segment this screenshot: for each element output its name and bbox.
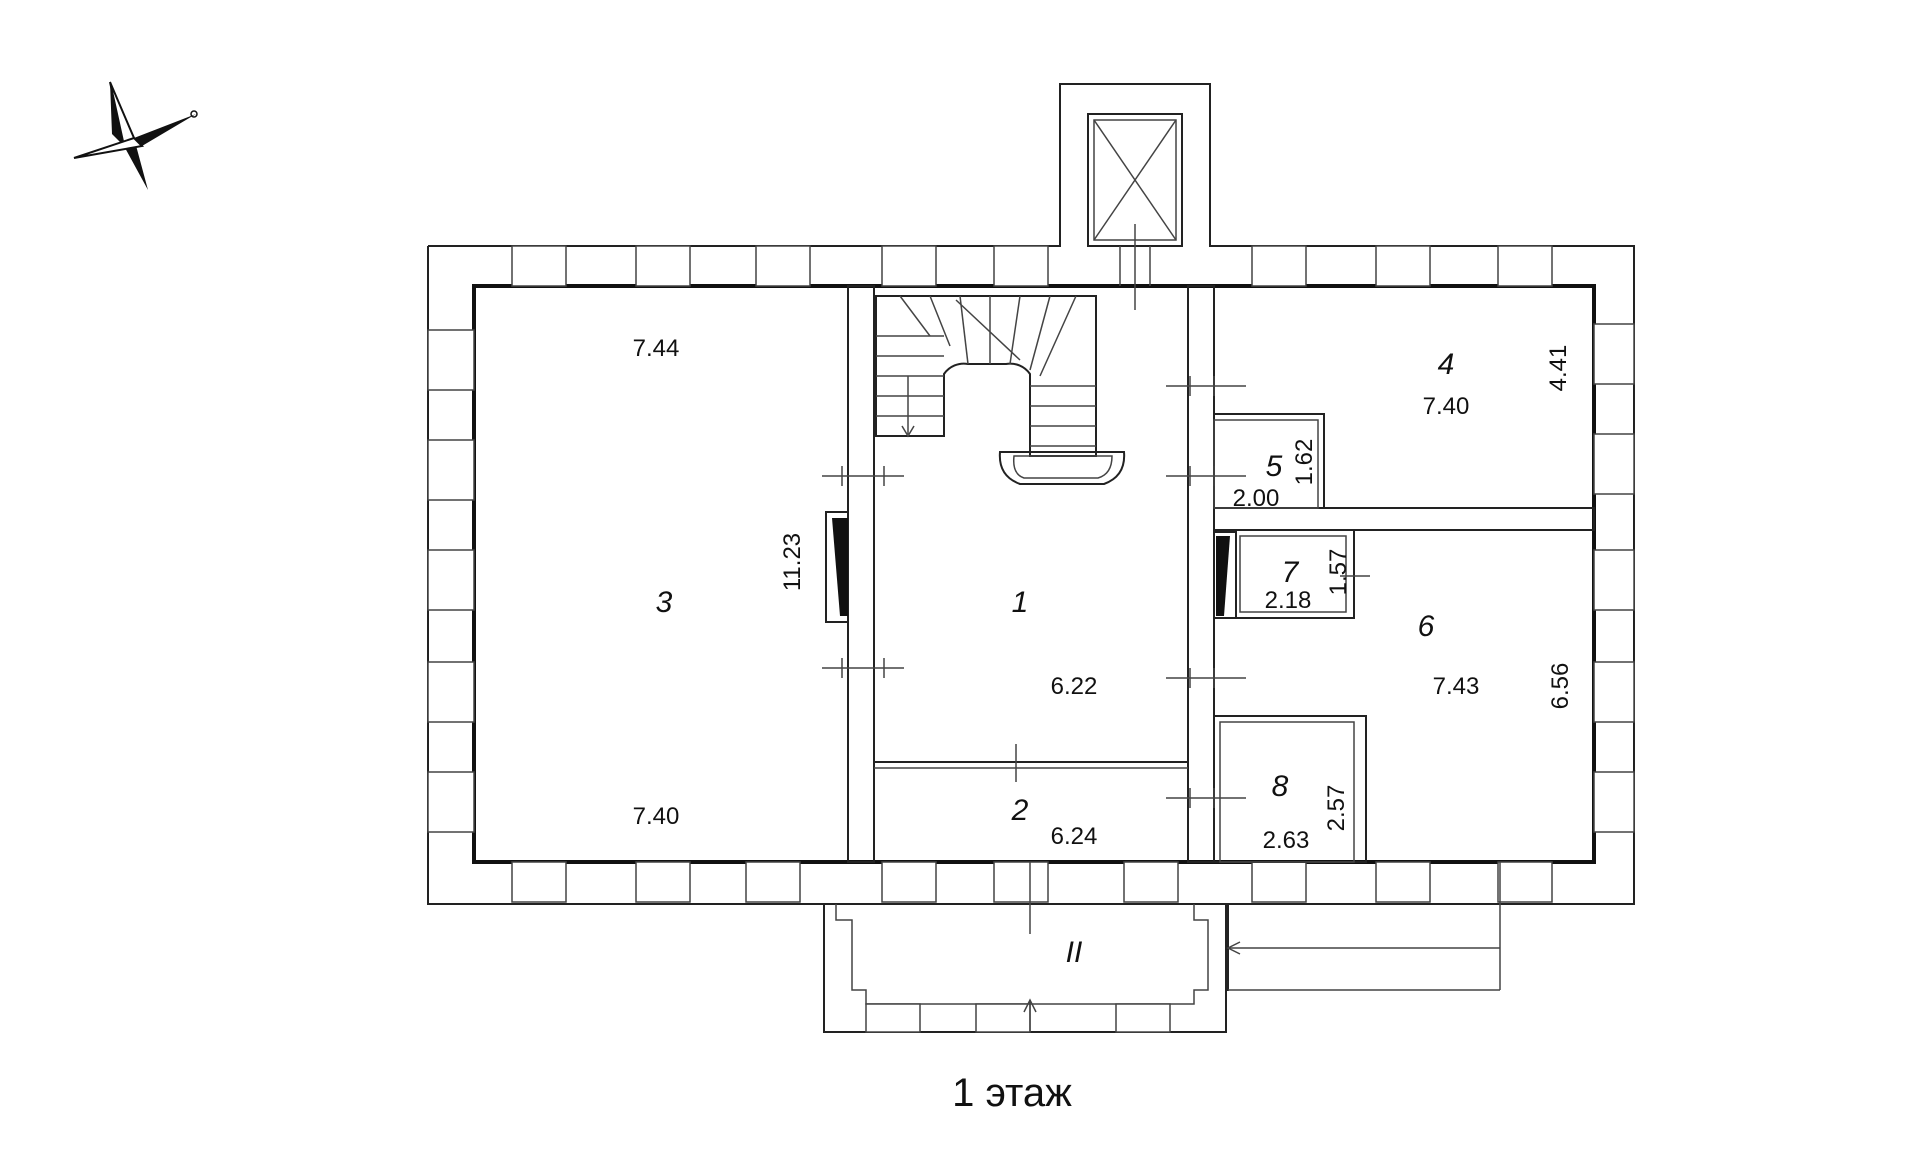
plan-title: 1 этаж bbox=[952, 1071, 1072, 1115]
windows-bottom bbox=[511, 861, 1553, 903]
dim-room8-height: 2.57 bbox=[1323, 785, 1350, 832]
dim-room2: 6.24 bbox=[1051, 823, 1098, 850]
room-label-1: 1 bbox=[1012, 586, 1029, 619]
room-label-8: 8 bbox=[1272, 770, 1289, 803]
dim-room7-width: 2.18 bbox=[1265, 587, 1312, 614]
dim-room4-height: 4.41 bbox=[1545, 345, 1572, 392]
dim-room3-top: 7.44 bbox=[633, 335, 680, 362]
dim-room5-height: 1.62 bbox=[1291, 439, 1318, 486]
room-labels: 1 2 3 4 5 6 7 8 II bbox=[656, 348, 1455, 969]
windows-right bbox=[1593, 323, 1635, 833]
dim-room8-width: 2.63 bbox=[1263, 827, 1310, 854]
dim-room3-bottom: 7.40 bbox=[633, 803, 680, 830]
dim-room6-width: 7.43 bbox=[1433, 673, 1480, 700]
dim-room1: 6.22 bbox=[1051, 673, 1098, 700]
interior-walls bbox=[825, 285, 1595, 863]
dim-room3-side: 11.23 bbox=[779, 533, 806, 591]
dim-room4-width: 7.40 bbox=[1423, 393, 1470, 420]
outer-walls bbox=[427, 83, 1635, 991]
room-label-3: 3 bbox=[656, 586, 673, 619]
dim-room6-height: 6.56 bbox=[1547, 663, 1574, 710]
room-label-7: 7 bbox=[1282, 556, 1300, 589]
porch bbox=[823, 862, 1501, 1033]
room-label-II: II bbox=[1066, 936, 1083, 969]
dim-room7-height: 1.57 bbox=[1325, 549, 1352, 596]
dimension-labels: 7.44 11.23 7.40 6.22 6.24 7.40 4.41 2.00… bbox=[633, 335, 1574, 854]
door-marks bbox=[822, 376, 1370, 934]
room-label-5: 5 bbox=[1266, 450, 1283, 483]
staircase bbox=[875, 295, 1126, 485]
room-label-6: 6 bbox=[1418, 610, 1435, 643]
dim-room5-width: 2.00 bbox=[1233, 485, 1280, 512]
windows-left bbox=[427, 329, 475, 833]
room-label-4: 4 bbox=[1438, 348, 1455, 381]
room-label-2: 2 bbox=[1011, 794, 1029, 827]
compass-rose-icon bbox=[73, 81, 198, 190]
windows-top bbox=[511, 245, 1553, 287]
